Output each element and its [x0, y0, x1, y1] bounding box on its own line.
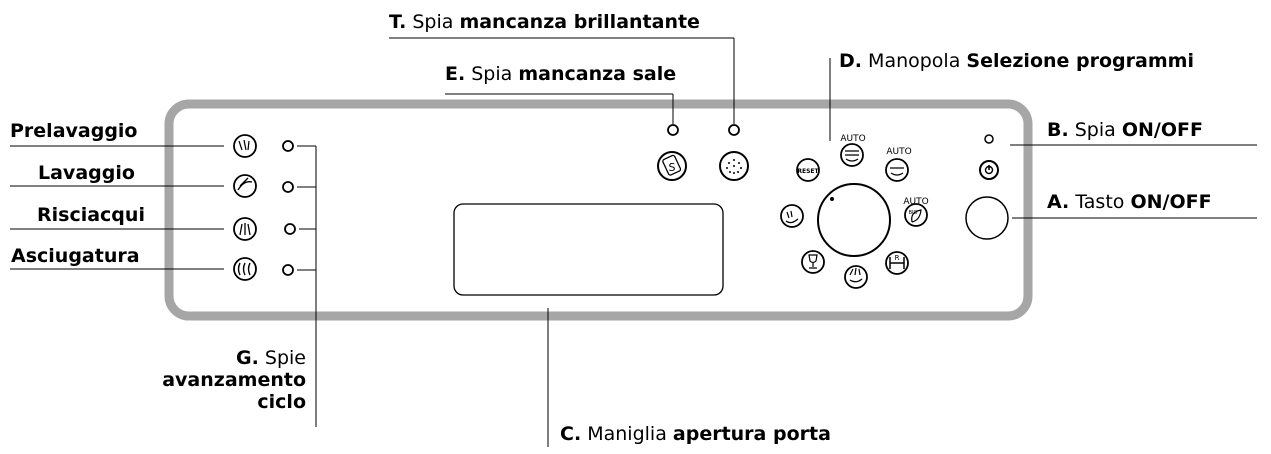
salt-icon	[657, 151, 687, 181]
label-t-pre: Spia	[412, 11, 454, 33]
program-half-load-icon	[885, 251, 909, 275]
wash-led	[282, 181, 294, 193]
label-prewash: Prelavaggio	[10, 120, 138, 142]
label-g: G. Spie avanzamento ciclo	[146, 347, 306, 413]
label-t: T. Spia mancanza brillantante	[389, 11, 700, 33]
label-a-bold: ON/OFF	[1130, 191, 1212, 213]
label-a-pre: Tasto	[1075, 191, 1125, 213]
label-e-pre: Spia	[471, 63, 513, 85]
label-d-bold: Selezione programmi	[966, 50, 1194, 72]
label-c-bold: apertura porta	[672, 423, 831, 445]
label-g-bold-1: avanzamento	[162, 369, 306, 391]
label-d: D. Manopola Selezione programmi	[839, 50, 1194, 72]
program-glass-icon	[801, 250, 825, 274]
label-wash: Lavaggio	[38, 162, 135, 184]
label-b-pre: Spia	[1074, 119, 1116, 141]
program-auto-intensive-icon	[840, 143, 864, 167]
label-b-letter: B.	[1047, 119, 1069, 141]
label-rinse: Risciacqui	[37, 204, 145, 226]
stage-icon-wash	[233, 174, 257, 198]
rinse-aid-led	[728, 124, 740, 136]
door-handle	[453, 203, 724, 296]
label-a: A. Tasto ON/OFF	[1047, 191, 1212, 213]
salt-led	[667, 124, 679, 136]
program-quick-icon	[780, 204, 804, 228]
g-bracket	[297, 145, 317, 427]
label-b-bold: ON/OFF	[1121, 119, 1203, 141]
label-t-bold: mancanza brillantante	[459, 11, 700, 33]
reset-button-label: RESET	[797, 168, 819, 175]
program-bio-label: BIO	[909, 210, 918, 216]
power-icon	[979, 160, 999, 180]
label-e-bold: mancanza sale	[518, 63, 677, 85]
salt-icon-letter: S	[669, 161, 676, 174]
label-dry: Asciugatura	[11, 245, 140, 267]
reset-button[interactable]	[796, 158, 820, 182]
on-off-button[interactable]	[965, 196, 1009, 240]
rinse-aid-icon	[719, 151, 749, 181]
label-e: E. Spia mancanza sale	[445, 63, 676, 85]
program-rinse-hold-icon	[844, 265, 868, 289]
label-c: C. Maniglia apertura porta	[560, 423, 831, 445]
program-auto-label-1: AUTO	[840, 134, 865, 144]
label-e-letter: E.	[445, 63, 466, 85]
program-auto-bio-icon	[904, 203, 928, 227]
label-a-letter: A.	[1047, 191, 1070, 213]
label-b: B. Spia ON/OFF	[1047, 119, 1203, 141]
label-g-pre: Spie	[264, 347, 306, 369]
label-d-letter: D.	[839, 50, 862, 72]
knob-pointer	[830, 197, 834, 201]
program-auto-normal-icon	[885, 158, 909, 182]
label-d-pre: Manopola	[868, 50, 961, 72]
label-t-letter: T.	[389, 11, 407, 33]
rinse-led	[284, 223, 296, 235]
label-g-bold-2: ciclo	[257, 391, 306, 413]
label-g-letter: G.	[236, 347, 259, 369]
dry-led	[282, 264, 294, 276]
stage-icon-rinse	[233, 217, 257, 241]
program-half-load-letter: R	[895, 254, 900, 262]
program-auto-label-2: AUTO	[886, 147, 911, 157]
stage-icon-prewash	[233, 134, 257, 158]
label-c-pre: Maniglia	[587, 423, 667, 445]
on-off-led	[984, 134, 994, 144]
program-auto-label-3: AUTO	[903, 197, 928, 207]
control-panel-outline	[164, 99, 1033, 321]
label-c-letter: C.	[560, 423, 582, 445]
prewash-led	[282, 140, 294, 152]
program-selector-knob[interactable]	[817, 183, 891, 257]
stage-icon-dry	[233, 257, 257, 281]
